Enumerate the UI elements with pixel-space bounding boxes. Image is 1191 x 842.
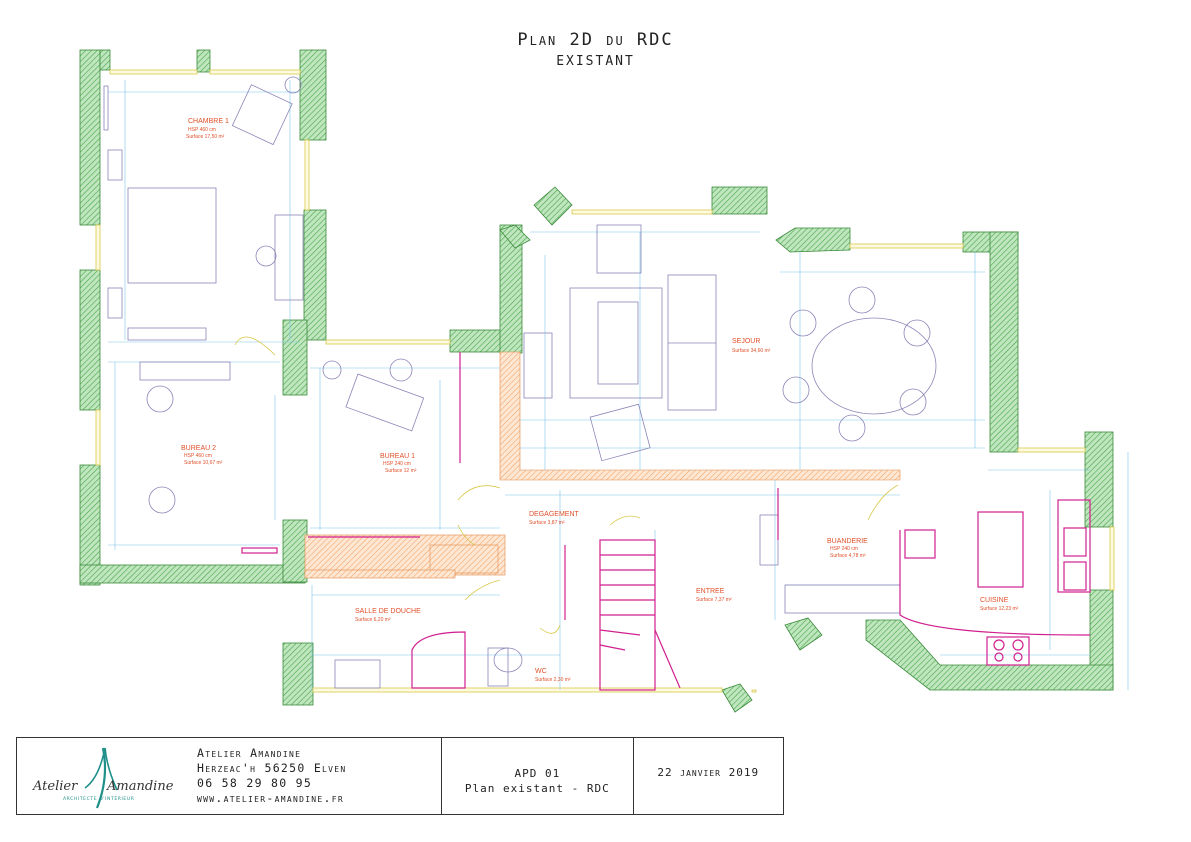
coffee-table-area [569, 287, 663, 399]
room-name: SEJOUR [732, 338, 760, 345]
armchair [231, 84, 293, 146]
room-name: SALLE DE DOUCHE [355, 608, 421, 615]
dining-table [811, 317, 937, 415]
company-name: Atelier Amandine [197, 746, 302, 760]
room-surface: Surface 34,60 m² [732, 348, 771, 354]
dimension-lines [108, 80, 1129, 690]
sofa [667, 274, 717, 411]
kitchen-island [977, 511, 1024, 588]
exterior-walls [79, 49, 1114, 713]
room-hsp: HSP 240 cm [383, 461, 411, 467]
company-address: Herzeac'h 56250 Elven [197, 761, 347, 775]
room-name: WC [535, 668, 547, 675]
room-surface: Surface 7,37 m² [696, 597, 732, 603]
logo-tagline: ARCHITECTE D'INTÉRIEUR [63, 794, 135, 802]
staircase [599, 539, 681, 691]
logo-word-1: Atelier [32, 779, 78, 794]
room-surface: Surface 17,50 m² [186, 134, 225, 140]
floor-plan: CHAMBRE 1 HSP 460 cm Surface 17,50 m² BU… [79, 49, 1129, 713]
room-name: CUISINE [980, 597, 1009, 604]
plan-title: Plan 2D du RDC [517, 30, 674, 50]
company-phone: 06 58 29 80 95 [197, 776, 313, 790]
title-block: Atelier Amandine ARCHITECTE D'INTÉRIEUR … [16, 737, 784, 815]
doors [234, 336, 899, 634]
room-name: ENTREE [696, 588, 725, 595]
room-name: BUANDERIE [827, 538, 868, 545]
document-code: APD 01 [514, 767, 561, 780]
sink-counter [1057, 499, 1091, 593]
document-date: 22 janvier 2019 [634, 738, 783, 814]
room-hsp: HSP 240 cm [830, 546, 858, 552]
room-name: DEGAGEMENT [529, 511, 580, 518]
logo: Atelier Amandine ARCHITECTE D'INTÉRIEUR [17, 738, 175, 814]
date-text: 22 janvier 2019 [657, 766, 760, 779]
logo-word-2: Amandine [106, 779, 174, 794]
room-labels: CHAMBRE 1 HSP 460 cm Surface 17,50 m² BU… [181, 118, 1019, 683]
room-name: BUREAU 1 [380, 453, 415, 460]
address-block: Atelier Amandine Herzeac'h 56250 Elven 0… [175, 738, 443, 814]
chambre1-radiator [103, 85, 109, 131]
room-surface: Surface 2,30 m² [535, 677, 571, 683]
cooktop [986, 636, 1030, 666]
room-surface: Surface 4,78 m² [830, 553, 866, 559]
company-website: www.atelier-amandine.fr [197, 791, 344, 805]
room-surface: Surface 10,67 m² [184, 460, 223, 466]
room-surface: Surface 3,87 m² [529, 520, 565, 526]
plan-subtitle: EXISTANT [556, 54, 635, 69]
room-name: BUREAU 2 [181, 445, 216, 452]
logo-graphic: Atelier Amandine ARCHITECTE D'INTÉRIEUR [32, 747, 174, 809]
document-info: APD 01 Plan existant - RDC [442, 738, 634, 814]
interior-partitions [304, 351, 901, 579]
room-surface: Surface 6,20 m² [355, 617, 391, 623]
room-name: CHAMBRE 1 [188, 118, 229, 125]
desk [345, 373, 425, 432]
room-hsp: HSP 460 cm [188, 127, 216, 133]
room-surface: Surface 12,23 m² [980, 606, 1019, 612]
furniture [103, 76, 1091, 691]
windows [95, 69, 1115, 693]
room-surface: Surface 12 m² [385, 468, 417, 474]
bed [127, 187, 217, 284]
room-hsp: HSP 460 cm [184, 453, 212, 459]
document-title: Plan existant - RDC [464, 782, 610, 795]
